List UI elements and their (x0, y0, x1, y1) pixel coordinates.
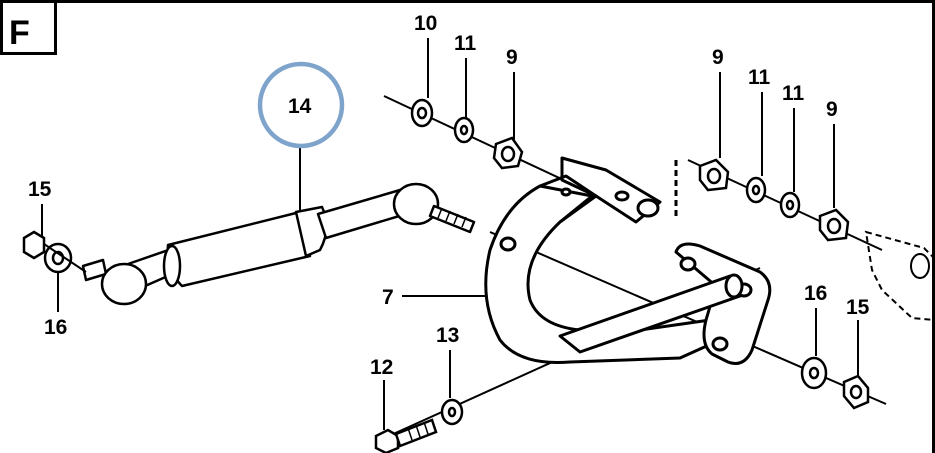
strut-cylinder (166, 210, 312, 288)
bracket (484, 156, 772, 365)
left-nut-washer (22, 230, 87, 274)
section-label-box (0, 0, 57, 55)
leader-lines (41, 38, 859, 430)
part-label-12: 12 (370, 356, 393, 379)
strut-left-ball (100, 262, 148, 306)
part-label-15: 15 (28, 178, 52, 201)
part-label-11: 11 (454, 32, 477, 55)
gas-strut (81, 182, 476, 306)
part-label-16: 16 (44, 316, 67, 339)
bolt-washer (374, 398, 464, 453)
right-nut-washer (800, 356, 870, 410)
part-label-11: 11 (782, 82, 805, 105)
part-label-16: 16 (804, 282, 827, 305)
part-label-15: 15 (846, 296, 870, 319)
part-label-11: 11 (748, 66, 771, 89)
part-label-13: 13 (436, 324, 459, 347)
dashed-mount-outline (864, 230, 935, 322)
strut-right-ball (392, 182, 440, 226)
part-label-10: 10 (414, 12, 437, 35)
part-label-9: 9 (712, 46, 724, 69)
part-label-9: 9 (506, 46, 518, 69)
upper-fasteners (410, 98, 850, 242)
section-label: F (9, 14, 30, 52)
left-nut (22, 230, 46, 260)
part-label-9: 9 (826, 98, 838, 121)
part-label-7: 7 (382, 286, 394, 309)
highlight-circle (257, 61, 345, 149)
strut-right-stud (428, 204, 476, 234)
strut-right-rod (316, 188, 408, 240)
part-label-14: 14 (288, 95, 312, 118)
